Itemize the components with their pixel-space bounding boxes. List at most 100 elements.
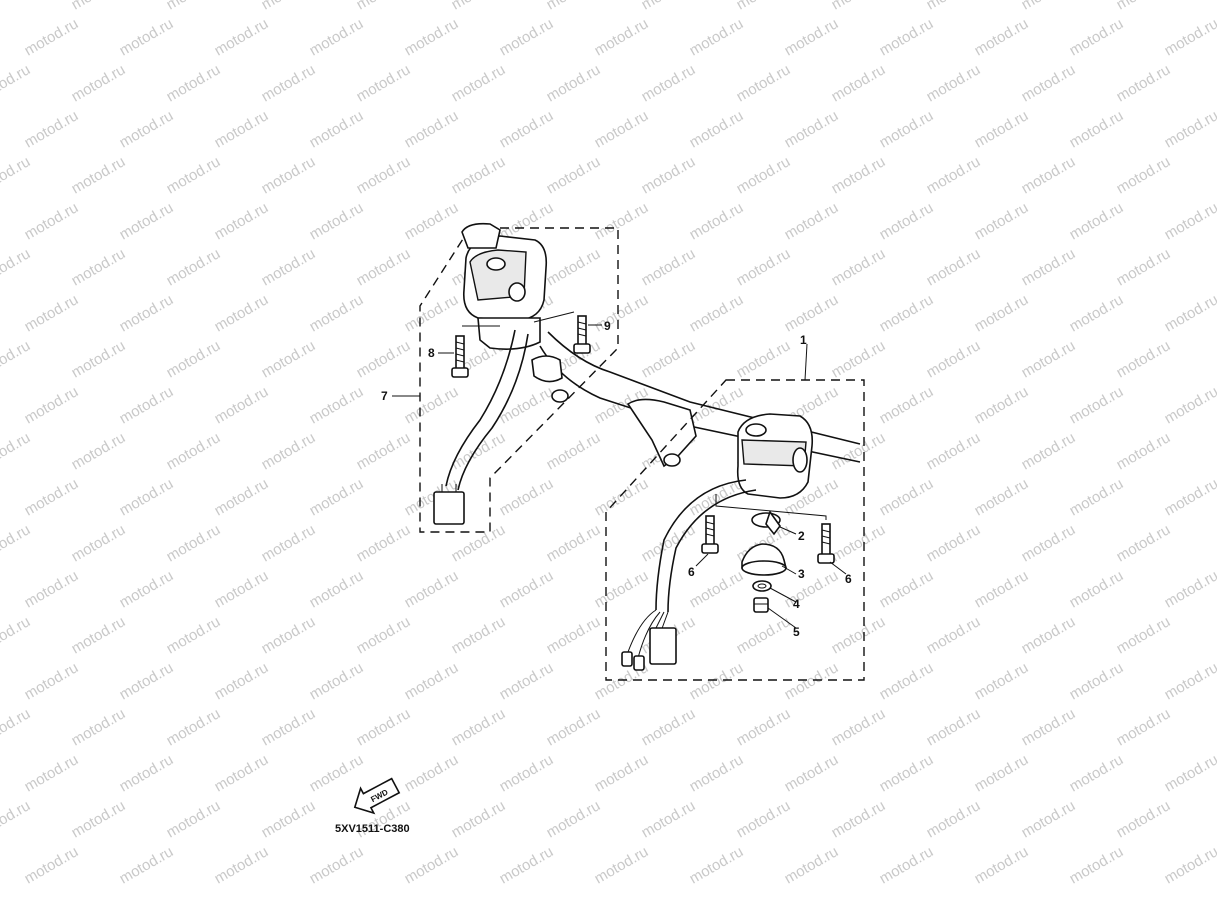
right-switch-button [746,424,766,436]
watermark-text: motod.ru [22,659,82,703]
left-switch-knob [509,283,525,301]
watermark-text: motod.ru [69,153,129,197]
watermark-text: motod.ru [1162,567,1217,611]
watermark-text: motod.ru [687,199,747,243]
watermark-text: motod.ru [1019,613,1079,657]
watermark-text: motod.ru [212,291,272,335]
watermark-text: motod.ru [972,15,1032,59]
right-connector [650,628,676,664]
watermark-text: motod.ru [497,475,557,519]
watermark-text: motod.ru [829,0,889,13]
watermark-text: motod.ru [259,153,319,197]
watermark-text: motod.ru [972,751,1032,795]
watermark-text: motod.ru [212,843,272,887]
watermark-text: motod.ru [402,383,462,427]
watermark-text: motod.ru [212,199,272,243]
watermark-text: motod.ru [259,521,319,565]
watermark-text: motod.ru [592,843,652,887]
watermark-text: motod.ru [639,705,699,749]
callout-8: 8 [428,346,435,360]
watermark-text: motod.ru [117,567,177,611]
watermark-text: motod.ru [497,751,557,795]
watermark-text: motod.ru [544,613,604,657]
watermark-text: motod.ru [734,705,794,749]
watermark-text: motod.ru [22,751,82,795]
watermark-text: motod.ru [639,797,699,841]
watermark-text: motod.ru [354,0,414,13]
watermark-text: motod.ru [734,153,794,197]
watermark-text: motod.ru [402,659,462,703]
watermark-text: motod.ru [164,245,224,289]
watermark-text: motod.ru [69,521,129,565]
watermark-text: motod.ru [259,797,319,841]
watermark-text: motod.ru [1067,107,1127,151]
watermark-text: motod.ru [1067,15,1127,59]
watermark-text: motod.ru [544,705,604,749]
watermark-text: motod.ru [592,567,652,611]
watermark-text: motod.ru [782,15,842,59]
right-bullet-connector-b [634,656,644,670]
watermark-text: motod.ru [829,337,889,381]
watermark-text: motod.ru [497,15,557,59]
watermark-text: motod.ru [22,843,82,887]
watermark-text: motod.ru [972,383,1032,427]
watermark-text: motod.ru [0,521,33,565]
watermark-text: motod.ru [1019,153,1079,197]
callout-2: 2 [798,529,805,543]
watermark-text: motod.ru [354,153,414,197]
watermark-text: motod.ru [0,61,33,105]
watermark-text: motod.ru [22,567,82,611]
right-switch-knob [793,448,807,472]
watermark-text: motod.ru [354,613,414,657]
watermark-text: motod.ru [212,475,272,519]
watermark-text: motod.ru [877,659,937,703]
watermark-text: motod.ru [592,107,652,151]
watermark-text: motod.ru [0,245,33,289]
watermark-text: motod.ru [924,705,984,749]
watermark-text: motod.ru [782,199,842,243]
watermark-text: motod.ru [402,751,462,795]
watermark-text: motod.ru [449,153,509,197]
watermark-text: motod.ru [354,337,414,381]
watermark-text: motod.ru [22,291,82,335]
watermark-text: motod.ru [307,383,367,427]
watermark-text: motod.ru [69,613,129,657]
watermark-text: motod.ru [877,291,937,335]
watermark-text: motod.ru [877,199,937,243]
watermark-text: motod.ru [1114,245,1174,289]
watermark-text: motod.ru [164,0,224,13]
watermark-text: motod.ru [544,429,604,473]
watermark-text: motod.ru [734,797,794,841]
watermark-text: motod.ru [0,797,33,841]
watermark-text: motod.ru [449,613,509,657]
watermark-text: motod.ru [924,337,984,381]
watermark-text: motod.ru [69,705,129,749]
watermark-text: motod.ru [924,245,984,289]
watermark-text: motod.ru [544,521,604,565]
watermark-text: motod.ru [1067,291,1127,335]
watermark-text: motod.ru [592,15,652,59]
callout-6-left: 6 [688,565,695,579]
watermark-text: motod.ru [354,61,414,105]
watermark-text: motod.ru [164,153,224,197]
watermark-text: motod.ru [829,61,889,105]
watermark-text: motod.ru [592,291,652,335]
watermark-text: motod.ru [212,751,272,795]
watermark-text: motod.ru [1067,843,1127,887]
watermark-text: motod.ru [307,475,367,519]
watermark-text: motod.ru [687,15,747,59]
watermark-text: motod.ru [212,383,272,427]
watermark-text: motod.ru [22,475,82,519]
watermark-text: motod.ru [1162,291,1217,335]
watermark-text: motod.ru [544,0,604,13]
watermark-text: motod.ru [877,107,937,151]
watermark-text: motod.ru [69,245,129,289]
watermark-text: motod.ru [782,659,842,703]
watermark-text: motod.ru [972,659,1032,703]
callout-7: 7 [381,389,388,403]
watermark-text: motod.ru [117,107,177,151]
watermark-text: motod.ru [829,153,889,197]
watermark-text: motod.ru [69,337,129,381]
watermark-text: motod.ru [354,429,414,473]
watermark-text: motod.ru [829,245,889,289]
